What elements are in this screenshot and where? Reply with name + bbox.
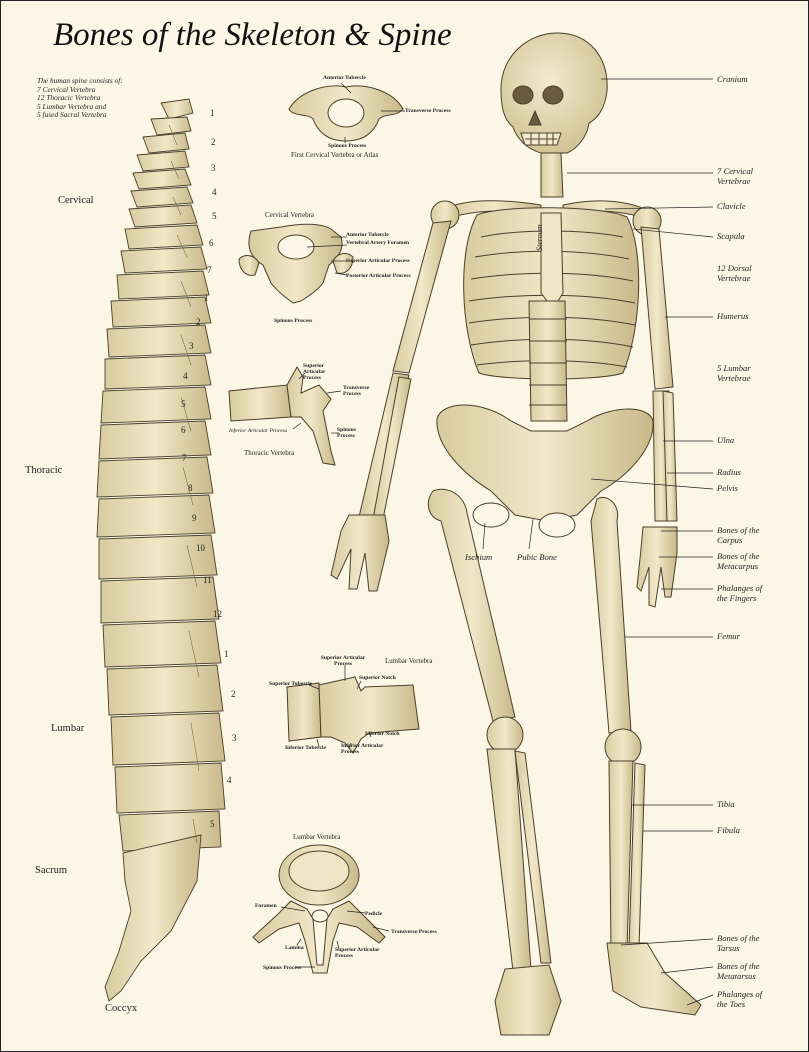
lumbar-side-superior-notch-label: Superior Notch xyxy=(359,675,396,681)
lumbar-top-transverse-process-label: Transverse Process xyxy=(391,929,437,935)
vertebra-number: 1 xyxy=(210,108,215,118)
label-humerus: Humerus xyxy=(717,311,749,321)
label-phalanges-toes: Phalanges of the Toes xyxy=(717,989,763,1009)
spinal-disc-lines xyxy=(168,124,200,844)
label-scapula: Scapula xyxy=(717,231,745,241)
vertebra-number: 7 xyxy=(182,453,187,463)
region-coccyx: Coccyx xyxy=(105,1003,138,1014)
label-radius: Radius xyxy=(717,467,741,477)
label-tarsus: Bones of the Tarsus xyxy=(717,933,760,953)
label-tibia: Tibia xyxy=(717,799,735,809)
vertebra-number: 5 xyxy=(212,211,217,221)
thoracic-transverse-process-label: Transverse Process xyxy=(343,385,370,398)
region-lumbar: Lumbar xyxy=(51,723,85,734)
vertebra-number: 4 xyxy=(212,187,217,197)
vertebra-number: 7 xyxy=(207,265,212,275)
vertebra-number: 1 xyxy=(204,293,209,303)
vertebra-number: 3 xyxy=(211,163,216,173)
label-metacarpus: Bones of the Metacarpus xyxy=(717,551,760,571)
spine-intro: The human spine consists of: 7 Cervical … xyxy=(37,76,157,120)
intro-line: 12 Thoracic Vertebra xyxy=(37,93,101,103)
vertebra-number: 12 xyxy=(213,609,222,619)
lumbar-top-spinous-process-label: Spinous Process xyxy=(263,965,302,971)
intro-line: 5 fused Sacral Vertebra xyxy=(37,110,107,120)
label-ischium: Ischium xyxy=(465,552,493,562)
lumbar-side-caption: Lumbar Vertebra xyxy=(385,657,433,665)
lumbar-side-inferior-articular-label: Inferior Articular Process xyxy=(341,743,384,756)
lumbar-top-lamina-label: Lamina xyxy=(285,945,304,951)
vertebra-number: 9 xyxy=(192,513,197,523)
atlas-anterior-tubercle-label: Anterior Tubercle xyxy=(323,75,366,81)
intro-line: 7 Cervical Vertebra xyxy=(37,84,96,94)
label-pubic-bone: Pubic Bone xyxy=(517,552,557,562)
label-ulna: Ulna xyxy=(717,435,735,445)
region-thoracic: Thoracic xyxy=(25,465,63,476)
lumbar-top-drawing xyxy=(252,844,386,974)
label-dorsal-vertebrae: 12 Dorsal Vertebrae xyxy=(717,263,752,283)
thoracic-spinous-process-label: Spinous Process xyxy=(337,427,356,440)
intro-line: The human spine consists of: xyxy=(37,76,123,85)
vertebra-number: 2 xyxy=(211,137,216,147)
vertebra-number: 4 xyxy=(227,775,232,785)
leader-lines xyxy=(280,78,714,1006)
lumbar-side-inferior-tubercle-label: Inferior Tubercle xyxy=(285,745,326,751)
atlas-transverse-process-label: Transverse Process xyxy=(405,108,451,114)
thoracic-superior-articular-label: Superior Articular Process xyxy=(303,363,326,382)
vertebra-number: 5 xyxy=(181,399,186,409)
label-clavicle: Clavicle xyxy=(717,201,746,211)
vertebra-number: 4 xyxy=(183,371,188,381)
thoracic-inferior-articular-label: Inferior Articular Process xyxy=(229,428,288,434)
cervical-vertebra-drawing xyxy=(238,223,354,304)
cervical-superior-articular-label: Superior Articular Process xyxy=(346,258,410,264)
label-phalanges-fingers: Phalanges of the Fingers xyxy=(717,583,763,603)
skeleton-drawing xyxy=(330,32,702,1036)
thoracic-vertebra-caption: Thoracic Vertebra xyxy=(244,449,295,457)
label-carpus: Bones of the Carpus xyxy=(717,525,760,545)
vertebra-number: 11 xyxy=(203,575,212,585)
thoracic-vertebra-drawing xyxy=(228,366,336,466)
vertebra-number: 6 xyxy=(181,425,186,435)
poster-title: Bones of the Skeleton & Spine xyxy=(53,17,452,53)
lumbar-side-drawing xyxy=(286,676,420,754)
cervical-vertebra-caption: Cervical Vertebra xyxy=(265,211,315,219)
label-cervical-vertebrae: 7 Cervical Vertebrae xyxy=(717,166,754,186)
lumbar-top-superior-articular-label: Superior Articular Process xyxy=(335,947,380,960)
vertebra-number: 3 xyxy=(232,733,237,743)
vertebra-number: 2 xyxy=(231,689,236,699)
lumbar-side-inferior-notch-label: Inferior Notch xyxy=(365,731,400,737)
cervical-posterior-articular-label: Posterior Articular Process xyxy=(346,273,411,279)
label-cranium: Cranium xyxy=(717,74,748,84)
label-pelvis: Pelvis xyxy=(717,483,738,493)
lumbar-side-superior-articular-label: Superior Articular Process xyxy=(320,655,366,668)
atlas-drawing xyxy=(288,85,404,142)
region-sacrum: Sacrum xyxy=(35,865,68,876)
lumbar-top-pedicle-label: Pedicle xyxy=(365,911,383,917)
vertebra-number: 2 xyxy=(196,317,201,327)
atlas-spinous-process-label: Spinous Process xyxy=(328,143,367,149)
region-cervical: Cervical xyxy=(58,195,94,206)
vertebra-number: 6 xyxy=(209,238,214,248)
lumbar-top-foramen-label: Foramen xyxy=(255,903,277,909)
intro-line: 5 Lumbar Vertebra and xyxy=(37,101,107,111)
lumbar-top-caption: Lumbar Vertebra xyxy=(293,833,341,841)
label-fibula: Fibula xyxy=(717,825,740,835)
sternum-label: Sternum xyxy=(535,224,544,251)
label-femur: Femur xyxy=(717,631,740,641)
vertebra-number: 5 xyxy=(210,819,215,829)
vertebra-number: 10 xyxy=(196,543,205,553)
cervical-spinous-process-label: Spinous Process xyxy=(274,318,313,324)
label-metatarsus: Bones of the Metatarsus xyxy=(717,961,760,981)
vertebra-number: 3 xyxy=(189,341,194,351)
label-lumbar-vertebrae: 5 Lumbar Vertebrae xyxy=(717,363,751,383)
lumbar-side-superior-tubercle-label: Superior Tubercle xyxy=(269,681,313,687)
vertebra-number: 8 xyxy=(188,483,193,493)
vertebra-number: 1 xyxy=(224,649,229,659)
atlas-caption: First Cervical Vertebra or Atlas xyxy=(291,151,379,159)
cervical-vertebral-artery-label: Vertebral Artery Foramen xyxy=(346,240,410,246)
cervical-anterior-tubercle-label: Anterior Tubercle xyxy=(346,232,389,238)
spinal-column xyxy=(96,98,226,1002)
